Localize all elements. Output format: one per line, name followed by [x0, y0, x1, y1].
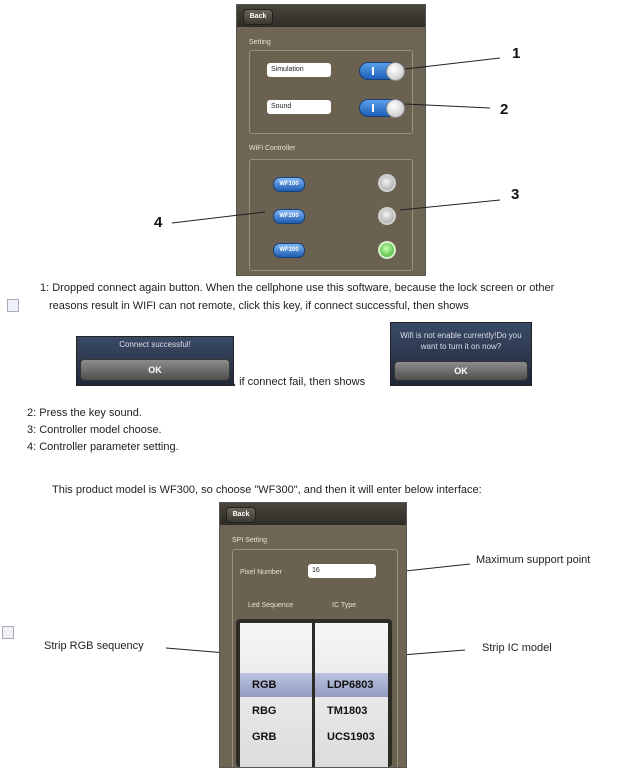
wf100-button[interactable]: WF100	[273, 177, 305, 192]
sound-toggle[interactable]	[359, 99, 405, 118]
image-placeholder-icon	[2, 626, 14, 639]
picker-row[interactable]: RGB	[252, 679, 277, 691]
image-placeholder-icon	[7, 299, 19, 312]
item1-line2: reasons result in WIFI can not remote, c…	[49, 300, 469, 312]
navigation-bar: Back	[237, 5, 425, 27]
connect-fail-text: , if connect fail, then shows	[233, 376, 366, 388]
toggle-knob	[386, 62, 405, 81]
ok-button[interactable]: OK	[394, 361, 528, 381]
toggle-on-mark	[372, 67, 374, 75]
pixel-number-input[interactable]: 16	[308, 564, 376, 578]
pixel-number-label: Pixel Number	[240, 569, 283, 576]
dialog-message: Connect successful!	[119, 340, 191, 349]
led-sequence-header: Led Sequence	[248, 602, 294, 609]
callout-2: 2	[500, 101, 509, 118]
wf100-radio[interactable]	[378, 174, 396, 192]
back-button[interactable]: Back	[226, 507, 256, 523]
sound-label: Sound	[267, 100, 331, 114]
settings-screen: Back Setting Simulation Sound WiFi Contr…	[236, 4, 426, 276]
dialog-message-line1: Wifi is not enable currently!Do you	[400, 331, 522, 340]
wf200-radio[interactable]	[378, 207, 396, 225]
picker-selection-band	[240, 673, 312, 697]
dialog-message-line2: want to turn it on now?	[420, 342, 502, 351]
strip-ic-label: Strip IC model	[482, 642, 552, 654]
wifi-disabled-dialog: Wifi is not enable currently!Do you want…	[390, 322, 532, 386]
spi-setting-screen: Back SPI Setting Pixel Number 16 Led Seq…	[219, 502, 407, 768]
toggle-on-mark	[372, 104, 374, 112]
picker-row[interactable]: RBG	[252, 705, 277, 717]
item4-text: 4: Controller parameter setting.	[27, 441, 179, 453]
wf300-radio[interactable]	[378, 241, 396, 259]
simulation-toggle[interactable]	[359, 62, 405, 81]
ic-type-header: IC Type	[332, 602, 356, 609]
maximum-support-label: Maximum support point	[476, 554, 591, 566]
toggle-knob	[386, 99, 405, 118]
picker-row[interactable]: UCS1903	[327, 731, 375, 743]
item2-text: 2: Press the key sound.	[27, 407, 142, 419]
wifi-controller-header: WiFi Controller	[249, 145, 296, 152]
item1-line1: 1: Dropped connect again button. When th…	[40, 282, 555, 294]
ic-type-picker[interactable]: LDP6803 TM1803 UCS1903	[315, 623, 388, 767]
wf200-button[interactable]: WF200	[273, 209, 305, 224]
picker-selection-band	[315, 673, 388, 697]
picker-row[interactable]: GRB	[252, 731, 277, 743]
ok-button[interactable]: OK	[80, 359, 230, 381]
picker-row[interactable]: LDP6803	[327, 679, 374, 691]
product-note: This product model is WF300, so choose "…	[52, 484, 482, 496]
strip-rgb-label: Strip RGB sequency	[44, 640, 144, 652]
navigation-bar: Back	[220, 503, 406, 525]
callout-3: 3	[511, 186, 520, 203]
callout-4: 4	[154, 214, 163, 231]
item3-text: 3: Controller model choose.	[27, 424, 162, 436]
setting-header: Setting	[249, 39, 271, 46]
wf300-button[interactable]: WF300	[273, 243, 305, 258]
picker-row[interactable]: TM1803	[327, 705, 368, 717]
spi-setting-header: SPI Setting	[232, 537, 268, 544]
simulation-label: Simulation	[267, 63, 331, 77]
led-sequence-picker[interactable]: RGB RBG GRB	[240, 623, 312, 767]
connect-success-dialog: Connect successful! OK	[76, 336, 234, 386]
callout-1: 1	[512, 45, 521, 62]
back-button[interactable]: Back	[243, 9, 273, 25]
